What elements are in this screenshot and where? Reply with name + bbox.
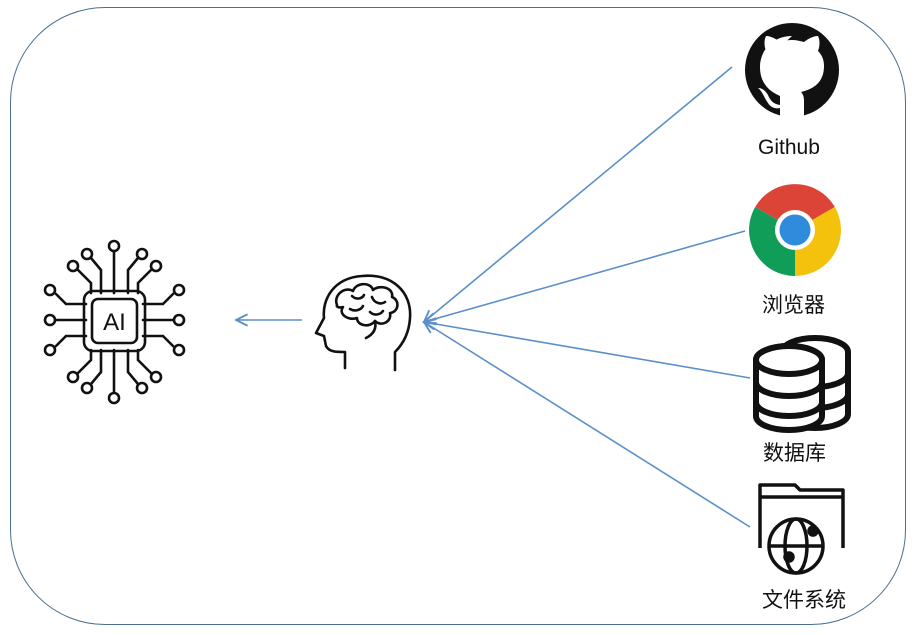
chrome-icon [749, 184, 841, 276]
connector-github [424, 66, 733, 322]
diagram-frame [10, 7, 906, 625]
connector-filesystem [424, 322, 751, 528]
chip-traces [43, 239, 186, 405]
connector-database [424, 322, 751, 379]
brain-head-icon [314, 274, 412, 372]
connector-browser [424, 230, 746, 322]
github-icon [745, 23, 839, 117]
chip-outer-body [82, 289, 147, 353]
label-browser: 浏览器 [762, 293, 825, 317]
label-filesystem: 文件系统 [762, 588, 846, 612]
chip-inner-body [90, 297, 139, 345]
label-database: 数据库 [763, 441, 826, 465]
label-github: Github [758, 136, 820, 159]
connector-lines [236, 66, 751, 528]
ai-chip-label: AI [103, 309, 126, 336]
database-icon [753, 335, 851, 434]
folder-globe-icon [758, 483, 845, 575]
ai-chip-icon [43, 239, 186, 405]
